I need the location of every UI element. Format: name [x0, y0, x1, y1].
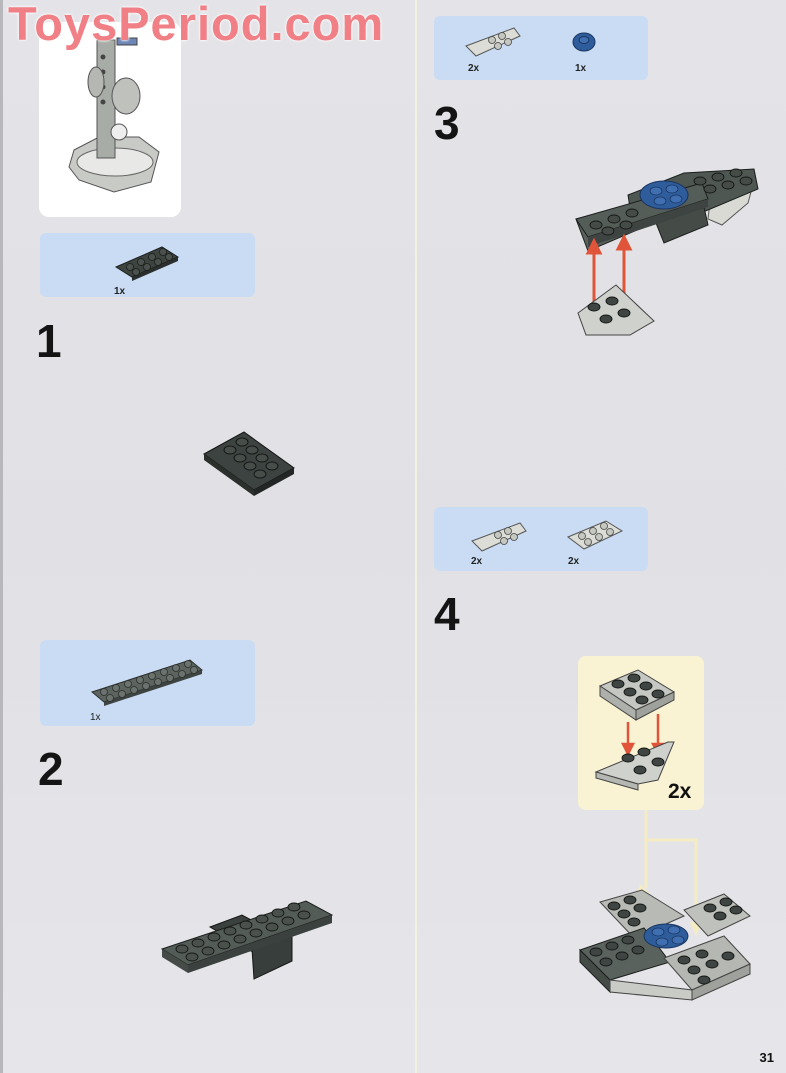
part-quantity: 1x — [90, 712, 101, 723]
step-number: 1 — [36, 315, 62, 367]
watermark: ToysPeriod.com — [8, 0, 385, 50]
plate-2x3-light-icon — [567, 520, 624, 550]
round-plate-blue-icon — [572, 32, 596, 52]
wedge-plate-light-icon — [465, 27, 521, 57]
part-quantity: 2x — [568, 556, 580, 567]
step-number: 2 — [38, 743, 64, 795]
plate-2x4-dark-icon — [114, 246, 180, 281]
subassembly-image — [594, 669, 676, 791]
page-number: 31 — [759, 1050, 774, 1065]
step-4-subassembly-callout: 2x — [578, 656, 704, 810]
step-2-assembly-image — [160, 900, 334, 980]
subassembly-quantity: 2x — [668, 780, 692, 803]
stand-model-icon — [68, 37, 160, 193]
page-binding-edge — [0, 0, 3, 1073]
step-number: 4 — [434, 588, 460, 640]
guide-lines — [644, 810, 698, 930]
part-quantity: 2x — [471, 556, 483, 567]
plate-2x8-dark-icon — [90, 659, 204, 706]
step-1-parts-list: 1x — [40, 233, 255, 297]
part-quantity: 2x — [468, 63, 480, 74]
step-2-parts-list: 1x — [40, 640, 255, 726]
step-3-assembly-image — [575, 168, 759, 336]
step-4-parts-list: 2x 2x — [434, 507, 648, 571]
step-number: 3 — [434, 97, 460, 149]
part-quantity: 1x — [114, 286, 126, 297]
column-divider — [415, 0, 417, 1073]
step-1-assembly-image — [203, 431, 295, 496]
step-3-parts-list: 2x 1x — [434, 16, 648, 80]
wedge-plate-light-icon — [471, 522, 527, 552]
model-callout — [39, 22, 181, 217]
part-quantity: 1x — [575, 63, 587, 74]
step-4-assembly-image — [579, 810, 751, 1001]
